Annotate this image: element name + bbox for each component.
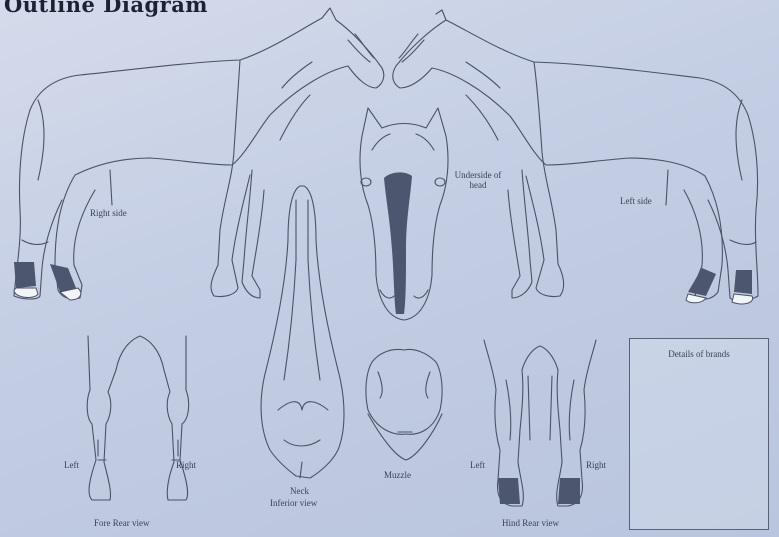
right-side-label: Right side (90, 208, 127, 218)
right-side-horse-outline (14, 8, 384, 299)
hooves (14, 288, 753, 304)
muzzle-outline (366, 350, 442, 461)
sock-marking (558, 478, 580, 504)
neck-inferior-view-label: Inferior view (270, 498, 317, 508)
fore-limbs-rear-view-outline (87, 336, 188, 500)
neck-label: Neck (290, 486, 309, 496)
left-side-label: Left side (620, 196, 652, 206)
hind-left-label: Left (470, 460, 485, 470)
fore-right-label: Right (176, 460, 196, 470)
hind-right-label: Right (586, 460, 606, 470)
details-of-brands-box: Details of brands (629, 338, 769, 530)
sock-marking (498, 478, 520, 504)
muzzle-label: Muzzle (384, 470, 411, 480)
hind-rear-view-caption: Hind Rear view (502, 518, 559, 528)
sock-marking (14, 262, 36, 288)
fore-left-label: Left (64, 460, 79, 470)
blaze-marking (384, 172, 412, 314)
details-of-brands-title: Details of brands (630, 349, 768, 359)
sock-marking (50, 264, 76, 292)
sock-marking (734, 270, 752, 294)
sock-marking (688, 268, 716, 296)
fore-rear-view-caption: Fore Rear view (94, 518, 149, 528)
neck-inferior-view-outline (261, 186, 344, 478)
underside-of-head-label: Underside of head (454, 170, 502, 190)
